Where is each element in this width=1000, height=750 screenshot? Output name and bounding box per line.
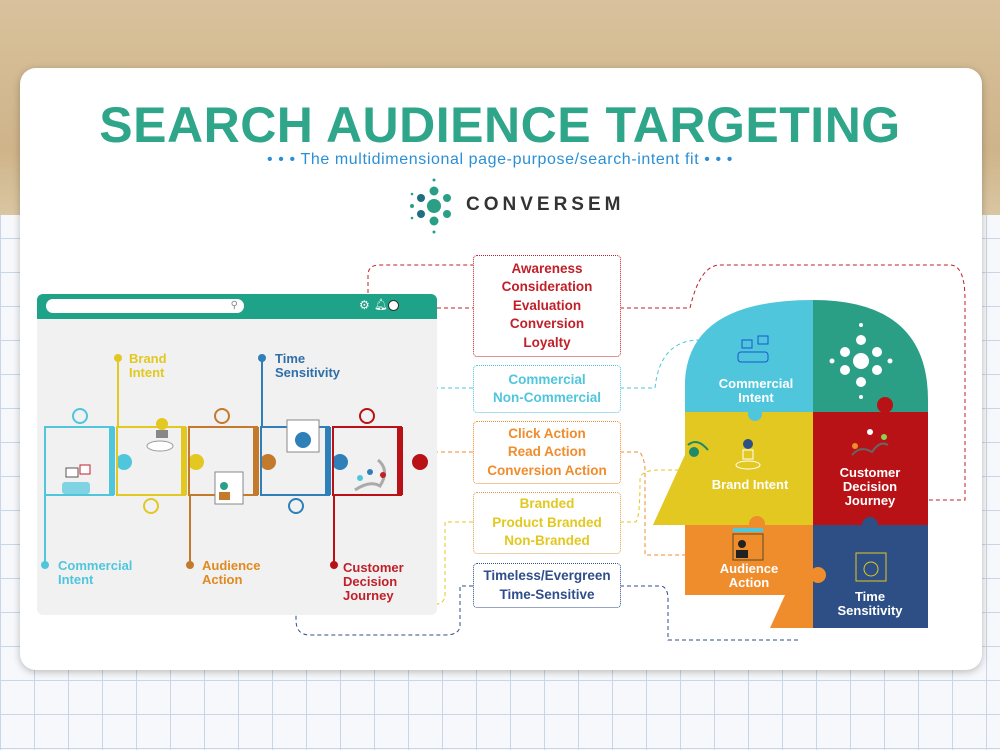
search-icon[interactable]: ⚲: [230, 300, 238, 311]
stamp-icon: [146, 418, 174, 452]
dots-left: • • •: [266, 151, 296, 168]
subtitle-text: The multidimensional page-purpose/search…: [300, 151, 700, 168]
box-line: Time-Sensitive: [499, 586, 595, 602]
box-line: Non-Branded: [504, 533, 590, 549]
label-brand-intent: Brand Intent: [129, 351, 167, 380]
gear-icon[interactable]: ⚙: [359, 298, 370, 312]
subtitle: • • • The multidimensional page-purpose/…: [0, 151, 1000, 168]
conversem-head-logo-icon: [829, 323, 893, 399]
thumbs-vote-icon: [62, 464, 91, 494]
box-line: Branded: [519, 496, 575, 512]
browser-toolbar: ⚲ ⚙ 🔔︎: [37, 294, 437, 319]
bell-icon[interactable]: 🔔︎: [374, 299, 388, 311]
head-label-commercial-intent: Commercial Intent: [718, 376, 794, 405]
head-piece-time: [813, 525, 928, 628]
route-pins-icon: [851, 429, 889, 456]
box-line: Conversion Action: [487, 462, 607, 478]
profile-card-icon: [732, 528, 764, 561]
conversem-logo-icon: [410, 178, 451, 234]
box-line: Non-Commercial: [492, 390, 602, 405]
eye-icon: [687, 440, 709, 457]
label-customer-decision-journey: Customer Decision Journey: [343, 560, 404, 603]
profile-card-icon: [214, 471, 244, 505]
brand-name: CONVERSEM: [466, 194, 625, 215]
avatar[interactable]: [388, 300, 399, 311]
head-label-customer-decision-journey: Customer Decision Journey: [839, 465, 901, 508]
head-label-brand-intent: Brand Intent: [711, 477, 789, 492]
thumbs-vote-icon: [737, 335, 769, 363]
box-line: Conversion: [509, 316, 585, 332]
label-audience-action: Audience Action: [202, 558, 261, 587]
box-line: Loyalty: [523, 334, 571, 350]
page-title: SEARCH AUDIENCE TARGETING: [99, 97, 901, 153]
box-line: Consideration: [501, 279, 593, 295]
box-line: Product Branded: [492, 514, 602, 530]
dots-right: • • •: [704, 151, 733, 168]
box-line: Read Action: [507, 444, 587, 460]
calendar-clock-icon: [855, 552, 887, 582]
label-time-sensitivity: Time Sensitivity: [275, 351, 341, 380]
label-commercial-intent: Commercial Intent: [58, 558, 133, 587]
box-line: Evaluation: [512, 297, 582, 313]
box-line: Timeless/Evergreen: [483, 568, 611, 583]
stamp-icon: [735, 439, 761, 470]
head-label-time-sensitivity: Time Sensitivity: [837, 589, 903, 618]
box-line: Awareness: [511, 260, 583, 276]
search-input[interactable]: ⚲: [46, 299, 244, 313]
box-line: Click Action: [508, 425, 586, 441]
box-line: Commercial: [508, 371, 586, 387]
calendar-clock-icon: [286, 419, 320, 453]
head-label-audience-action: Audience Action: [719, 561, 779, 590]
route-pins-icon: [354, 458, 386, 492]
browser-window: ⚲ ⚙ 🔔︎: [37, 294, 437, 615]
